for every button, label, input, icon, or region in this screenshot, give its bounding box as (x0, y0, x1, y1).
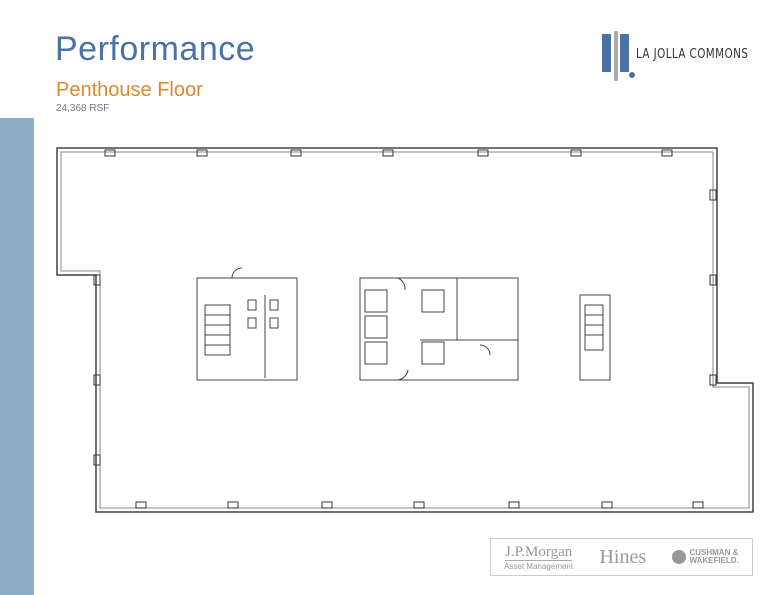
logo-text: LA JOLLA COMMONS (636, 47, 749, 62)
cushman-line1: CUSHMAN & (689, 548, 739, 557)
jpmorgan-sub: Asset Management (504, 561, 574, 571)
jpmorgan-name: J.P.Morgan (505, 543, 573, 561)
cushman-line2: WAKEFIELD. (689, 556, 739, 565)
core-center (359, 277, 519, 381)
partner-logos: J.P.Morgan Asset Management Hines CUSHMA… (490, 538, 753, 576)
window-mullions (93, 149, 717, 509)
floor-area: 24,368 RSF (56, 103, 110, 114)
logo-mark-icon (602, 31, 635, 81)
core-right (579, 294, 611, 381)
cushman-globe-icon (672, 550, 687, 564)
la-jolla-commons-logo: LA JOLLA COMMONS (600, 30, 750, 82)
core-left (196, 267, 298, 381)
sidebar-band (0, 118, 34, 595)
floor-outline-inner (60, 151, 750, 509)
page-title: Performance (55, 30, 256, 68)
hines-logo: Hines (599, 545, 647, 568)
jpmorgan-logo: J.P.Morgan Asset Management (504, 544, 573, 571)
floor-name: Penthouse Floor (56, 79, 203, 101)
floor-outline (56, 147, 754, 513)
cushman-wakefield-logo: CUSHMAN & WAKEFIELD. (672, 548, 739, 565)
